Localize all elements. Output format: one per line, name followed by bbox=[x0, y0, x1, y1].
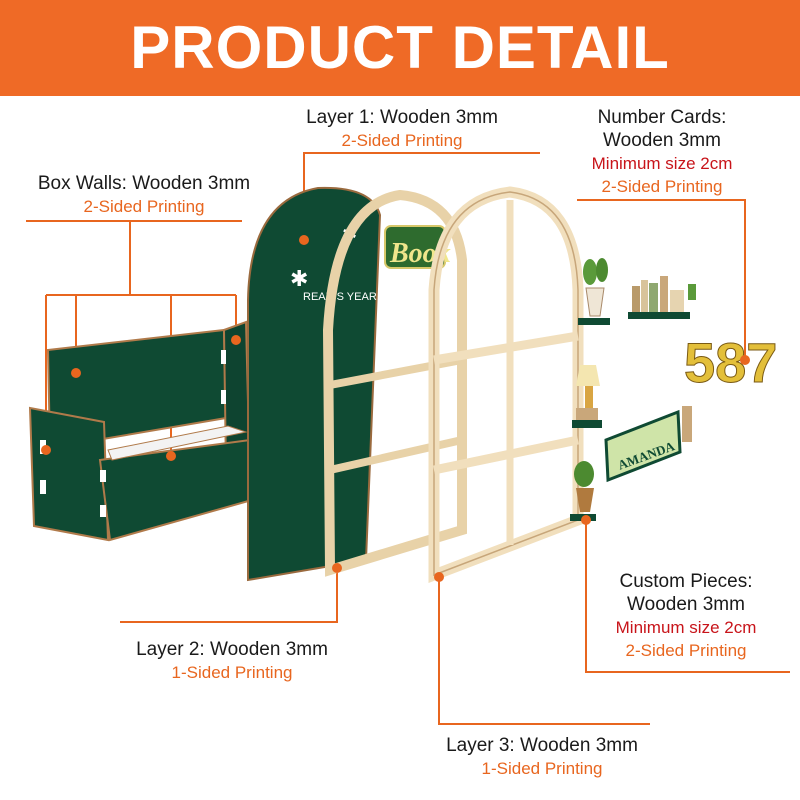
box-wall-markers bbox=[41, 335, 241, 461]
number-cards-label: Number Cards: Wooden 3mm Minimum size 2c… bbox=[591, 107, 733, 196]
number-cards: 587 bbox=[684, 331, 778, 395]
number-cards-text: 587 bbox=[684, 331, 777, 394]
layer3-frame bbox=[428, 186, 584, 583]
box-walls-label: Box Walls: Wooden 3mm 2-Sided Printing bbox=[37, 173, 251, 216]
potted-plant-icon bbox=[578, 258, 610, 325]
potted-succulent-icon bbox=[570, 461, 596, 525]
box-walls bbox=[28, 320, 254, 542]
custom-pieces-label: Custom Pieces: Wooden 3mm Minimum size 2… bbox=[615, 571, 757, 660]
back-panel-text: READ S YEAR bbox=[303, 291, 377, 303]
product-illustration: ✱ ✱ READ S YEAR Book bbox=[26, 152, 790, 725]
layer2-label: Layer 2: Wooden 3mm 1-Sided Printing bbox=[136, 639, 328, 682]
header-banner bbox=[0, 0, 800, 96]
table-lamp-icon bbox=[572, 365, 602, 428]
name-plate-icon: AMANDA bbox=[604, 406, 692, 483]
layer3-label: Layer 3: Wooden 3mm 1-Sided Printing bbox=[446, 735, 638, 778]
snowflake-icon: ✱ bbox=[290, 267, 308, 292]
layer1-label: Layer 1: Wooden 3mm 2-Sided Printing bbox=[306, 107, 498, 150]
bookshelf-icon bbox=[628, 276, 696, 319]
page-title: PRODUCT DETAIL bbox=[130, 14, 670, 81]
custom-pieces: AMANDA 587 bbox=[570, 258, 778, 525]
layer1-back-panel: ✱ ✱ READ S YEAR bbox=[247, 186, 382, 582]
